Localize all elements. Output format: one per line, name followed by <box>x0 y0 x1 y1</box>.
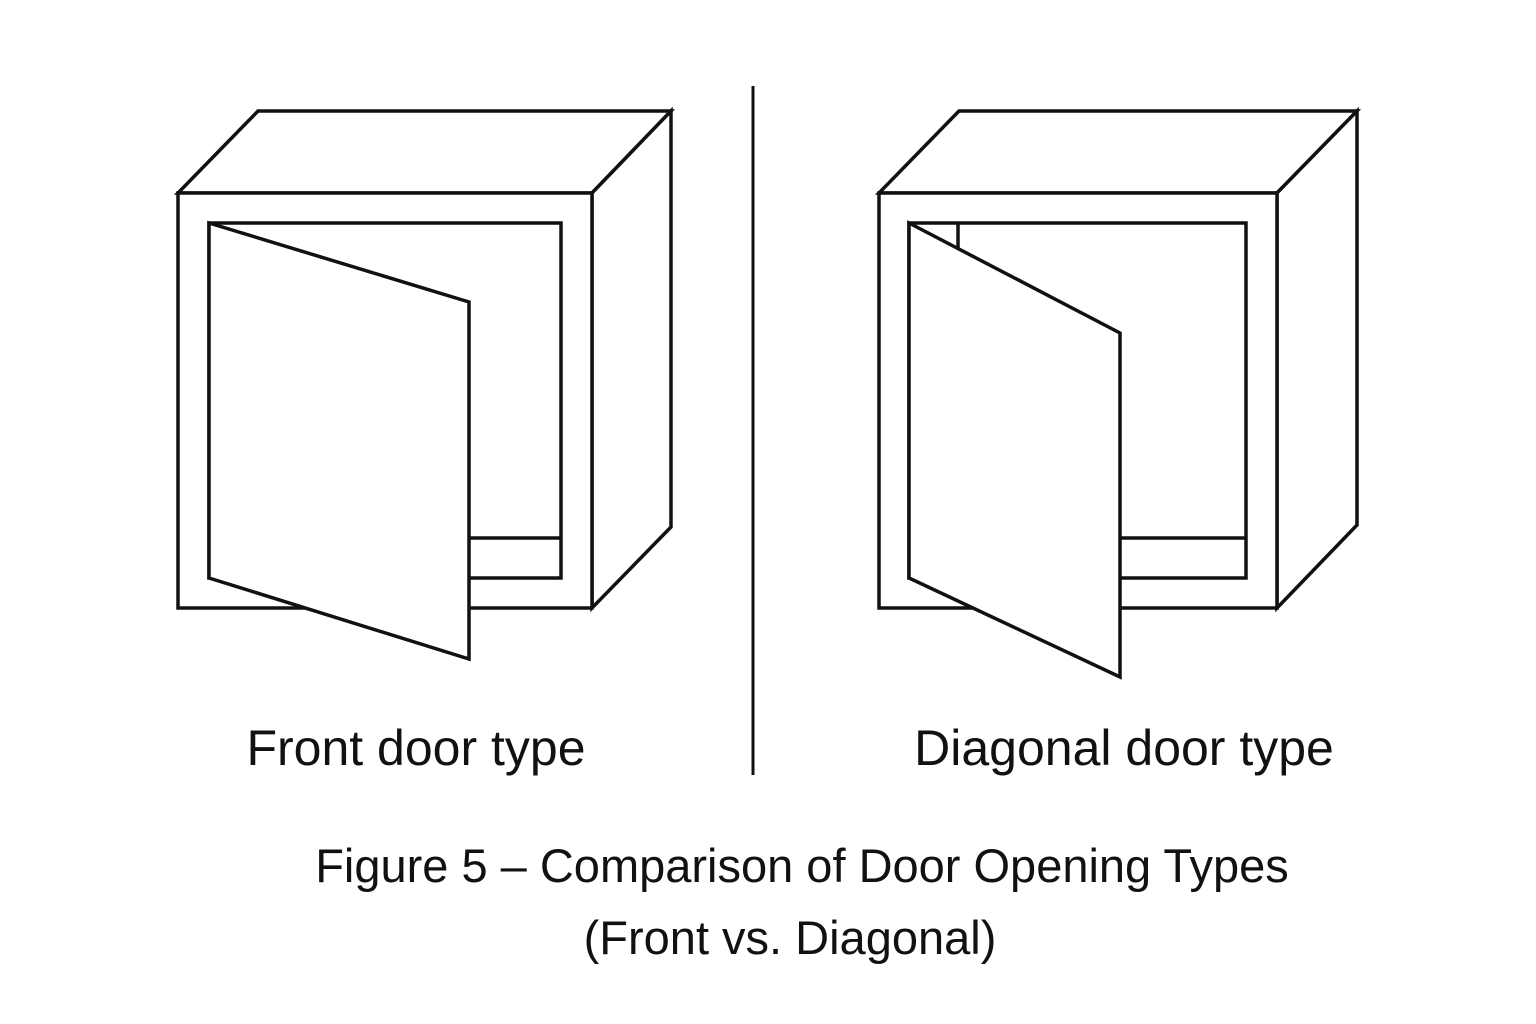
diagonal-door-cabinet <box>874 106 1362 680</box>
front-door-label: Front door type <box>246 720 586 776</box>
cabinet-side <box>1275 106 1359 613</box>
cabinet-top <box>173 109 676 195</box>
cabinet-top <box>874 109 1362 195</box>
cabinet-door <box>207 220 471 662</box>
front-door-cabinet <box>173 106 676 662</box>
figure-caption-line1: Figure 5 – Comparison of Door Opening Ty… <box>315 839 1289 892</box>
cabinet-side <box>590 106 673 613</box>
cabinet-door <box>907 220 1122 680</box>
figure-caption-line2: (Front vs. Diagonal) <box>583 911 997 964</box>
diagonal-door-label: Diagonal door type <box>914 720 1334 776</box>
